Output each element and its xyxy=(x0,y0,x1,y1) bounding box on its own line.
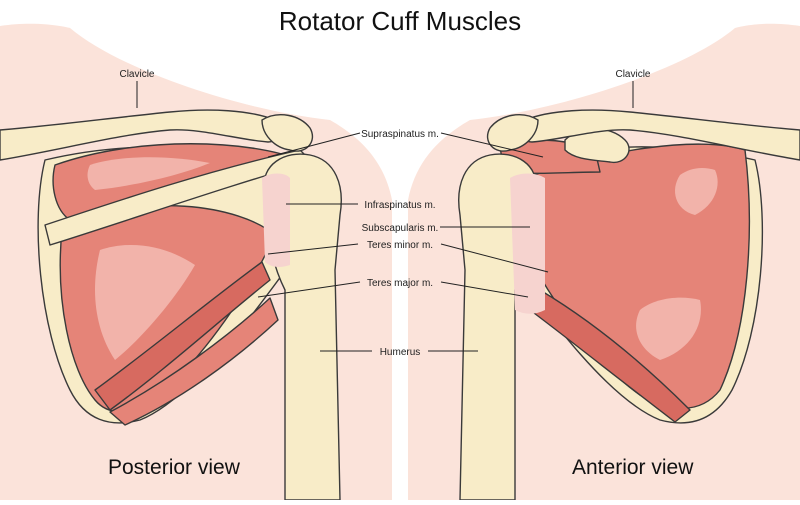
diagram-title: Rotator Cuff Muscles xyxy=(278,6,522,36)
leader-teres-major-right xyxy=(440,281,529,298)
posterior-teres-minor-muscle xyxy=(94,261,271,411)
anterior-cuff-tendons xyxy=(510,173,545,314)
posterior-cuff-tendons xyxy=(262,173,290,267)
label-teres-major: Teres major m. xyxy=(367,278,433,289)
leader-supraspinatus-right xyxy=(440,132,544,158)
label-infraspinatus: Infraspinatus m. xyxy=(364,200,435,211)
posterior-view xyxy=(0,109,342,501)
label-subscapularis: Subscapularis m. xyxy=(362,223,439,234)
anterior-view xyxy=(458,109,800,501)
anterior-acromion xyxy=(486,114,539,152)
label-supraspinatus: Supraspinatus m. xyxy=(361,129,439,140)
leader-teres-major-left xyxy=(257,281,361,298)
leader-lines xyxy=(136,81,634,352)
posterior-teres-major-muscle xyxy=(109,297,279,426)
label-humerus: Humerus xyxy=(380,347,421,358)
anterior-view-caption: Anterior view xyxy=(572,456,694,479)
anterior-teres-major-muscle xyxy=(529,289,691,423)
anterior-subscapularis-highlight-2 xyxy=(675,167,718,215)
labels: Clavicle Clavicle Supraspinatus m. Infra… xyxy=(119,69,650,358)
posterior-infraspinatus-highlight xyxy=(95,245,195,360)
anterior-subscapularis-highlight xyxy=(636,297,701,360)
posterior-supraspinatus-highlight xyxy=(87,157,210,190)
label-clavicle-left: Clavicle xyxy=(119,69,154,80)
leader-teres-minor-right xyxy=(440,243,549,273)
label-clavicle-right: Clavicle xyxy=(615,69,650,80)
leader-teres-minor-left xyxy=(267,243,359,255)
label-teres-minor: Teres minor m. xyxy=(367,240,433,251)
leader-supraspinatus-left xyxy=(267,132,361,158)
posterior-view-caption: Posterior view xyxy=(108,456,240,479)
